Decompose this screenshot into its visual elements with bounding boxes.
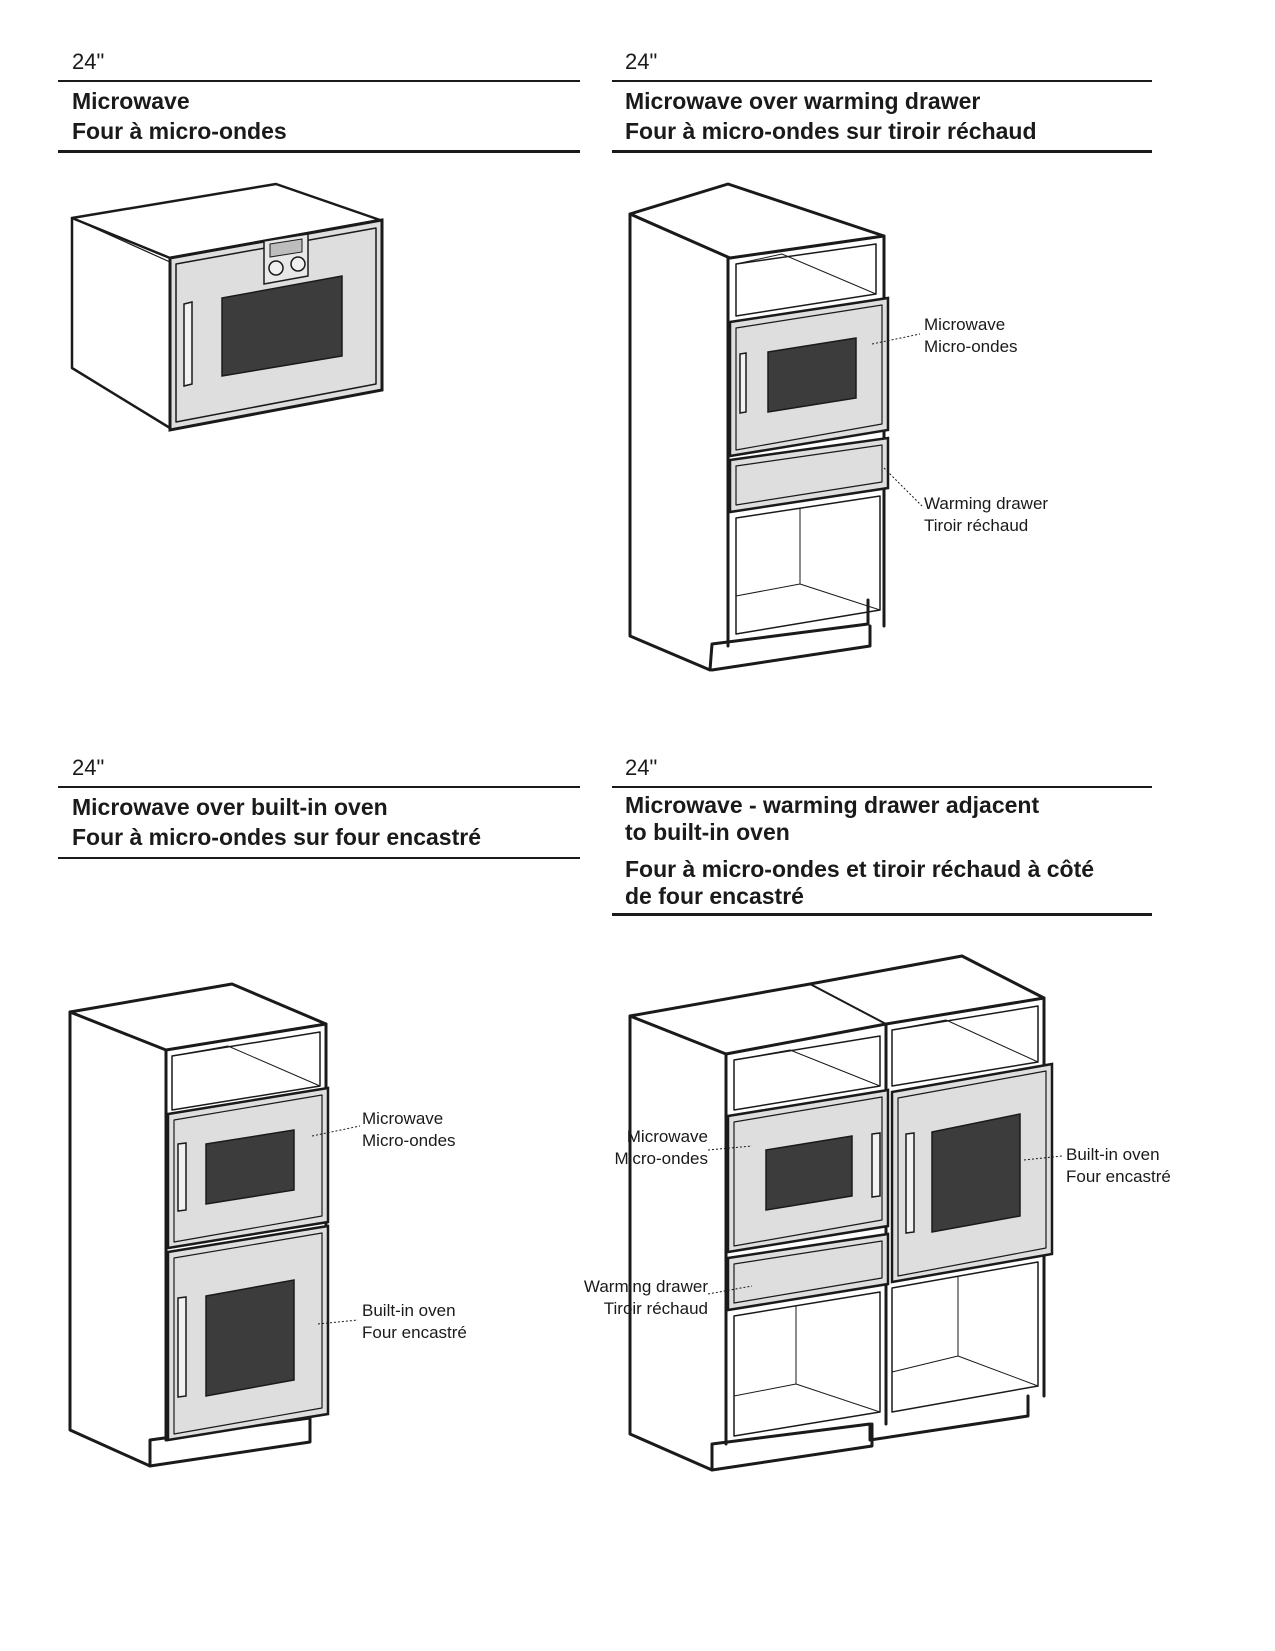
callout-text: Micro-ondes: [362, 1131, 456, 1150]
size-label: 24": [72, 49, 105, 74]
size-label: 24": [625, 49, 658, 74]
title-english: Microwave: [72, 88, 190, 114]
size-label: 24": [625, 755, 658, 780]
title-english: Microwave over warming drawer: [625, 88, 981, 114]
title-english: Microwave over built-in oven: [72, 794, 388, 820]
microwave-illustration: [70, 182, 384, 432]
panel-title: Microwave over warming drawer Four à mic…: [625, 86, 1037, 146]
panel-title: Microwave - warming drawer adjacent to b…: [625, 792, 1094, 910]
size-label: 24": [72, 755, 105, 780]
side-by-side-illustration: [628, 954, 1063, 1472]
title-french: Four à micro-ondes sur tiroir réchaud: [625, 118, 1037, 144]
divider: [612, 786, 1152, 788]
callout-text: Four encastré: [362, 1323, 467, 1342]
callout-text: Microwave: [626, 1127, 708, 1146]
callout-built-in-oven: Built-in oven Four encastré: [1066, 1144, 1171, 1188]
title-french: Four à micro-ondes: [72, 118, 287, 144]
callout-text: Tiroir réchaud: [924, 516, 1029, 535]
divider: [58, 786, 580, 788]
title-english: Microwave - warming drawer adjacent: [625, 792, 1040, 818]
callout-microwave: Microwave Micro-ondes: [924, 314, 1018, 358]
callout-text: Built-in oven: [362, 1301, 456, 1320]
callout-warming-drawer: Warming drawer Tiroir réchaud: [540, 1276, 708, 1320]
title-french: Four à micro-ondes sur four encastré: [72, 824, 481, 850]
callout-built-in-oven: Built-in oven Four encastré: [362, 1300, 467, 1344]
callout-text: Four encastré: [1066, 1167, 1171, 1186]
callout-text: Microwave: [362, 1109, 444, 1128]
divider: [58, 80, 580, 82]
title-french: Four à micro-ondes et tiroir réchaud à c…: [625, 856, 1095, 882]
callout-text: Tiroir réchaud: [603, 1299, 708, 1318]
title-english: to built-in oven: [625, 819, 790, 845]
callout-microwave: Microwave Micro-ondes: [362, 1108, 456, 1152]
callout-warming-drawer: Warming drawer Tiroir réchaud: [924, 493, 1048, 537]
title-french: de four encastré: [625, 883, 804, 909]
microwave-oven-illustration: [68, 982, 361, 1468]
divider: [612, 913, 1152, 916]
panel-title: Microwave over built-in oven Four à micr…: [72, 792, 481, 852]
microwave-warming-drawer-illustration: [628, 182, 923, 672]
divider: [58, 857, 580, 859]
callout-text: Built-in oven: [1066, 1145, 1160, 1164]
divider: [612, 150, 1152, 153]
callout-text: Warming drawer: [583, 1277, 708, 1296]
callout-text: Micro-ondes: [614, 1149, 708, 1168]
callout-text: Warming drawer: [924, 494, 1049, 513]
callout-text: Microwave: [924, 315, 1006, 334]
callout-microwave: Microwave Micro-ondes: [560, 1126, 708, 1170]
divider: [612, 80, 1152, 82]
callout-text: Micro-ondes: [924, 337, 1018, 356]
panel-title: Microwave Four à micro-ondes: [72, 86, 287, 146]
divider: [58, 150, 580, 153]
